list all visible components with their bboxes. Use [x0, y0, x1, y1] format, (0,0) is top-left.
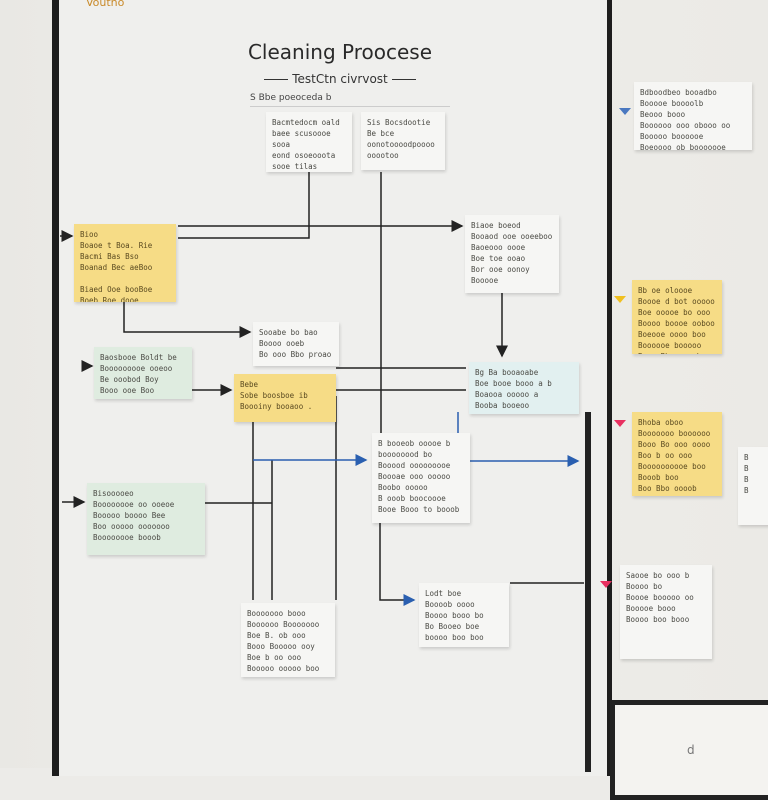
sticky-note[interactable]: Bb oe oloooe Boooe d bot ooooo Boe ooooe… — [632, 280, 722, 354]
pink-marker-icon — [614, 420, 626, 427]
sticky-note[interactable]: Sooabe bo bao Boooo ooeb Bo ooo Bbo proa… — [253, 322, 339, 366]
board-title: Cleaning Proocese — [247, 40, 433, 64]
logo: Voutho — [86, 0, 125, 9]
sticky-note[interactable]: Bhoba oboo Booooooo boooooo Booo Bo ooo … — [632, 412, 722, 496]
pink-marker-icon — [600, 581, 612, 588]
second-board-edge — [585, 412, 591, 772]
sticky-note[interactable]: Bebe Sobe boosboe ib Boooiny booaoo . — [234, 374, 336, 422]
sticky-note[interactable]: Biaoe boeod Booaod ooe ooeeboo Baoeooo o… — [465, 215, 559, 293]
connector-lines — [60, 172, 584, 606]
sticky-note[interactable]: Bg Ba booaoabe Boe booe booo a b Boaooa … — [469, 362, 579, 414]
sticky-note[interactable]: Sis Bocsdootie Be bce oonotoooodpoooo oo… — [361, 112, 445, 170]
yellow-marker-icon — [614, 296, 626, 303]
sticky-note[interactable]: Lodt boe Boooob oooo Boooo booo bo Bo Bo… — [419, 583, 509, 647]
frame-sketch: d — [687, 743, 695, 757]
sticky-note[interactable]: Bdboodbeo booadbo Booooe boooolb Beooo b… — [634, 82, 752, 150]
sticky-note[interactable]: Bacmtedocm oald baee scusoooe sooa eond … — [266, 112, 352, 172]
subtitle-text: TestCtn civrvost — [292, 72, 388, 86]
sticky-note[interactable]: Bisooooeo Boooooooe oo ooeoe Booooo booo… — [87, 483, 205, 555]
sticky-note[interactable]: B B B B — [738, 447, 768, 525]
sticky-note[interactable]: B booeob ooooe b boooooood bo Booood ooo… — [372, 433, 470, 523]
blue-marker-icon — [619, 108, 631, 115]
connector — [123, 302, 252, 338]
sticky-note[interactable]: Booooooo booo Boooooo Booooooo Boe B. ob… — [241, 603, 335, 677]
sticky-note[interactable]: Bioo Boaoe t Boa. Rie Bacmi Bas Bso Boan… — [74, 224, 176, 302]
connector — [379, 523, 416, 606]
sticky-note[interactable]: Baosbooe Boldt be Booooooooe ooeoo Be oo… — [94, 347, 192, 399]
board-subtitle: TestCtn civrvost — [240, 72, 440, 86]
legend-line: S Bbe poeoceda b — [250, 93, 450, 107]
sticky-note[interactable]: Saooe bo ooo b Boooo bo Boooe booooo oo … — [620, 565, 712, 659]
connector — [178, 172, 310, 239]
picture-frame: d — [610, 700, 768, 800]
